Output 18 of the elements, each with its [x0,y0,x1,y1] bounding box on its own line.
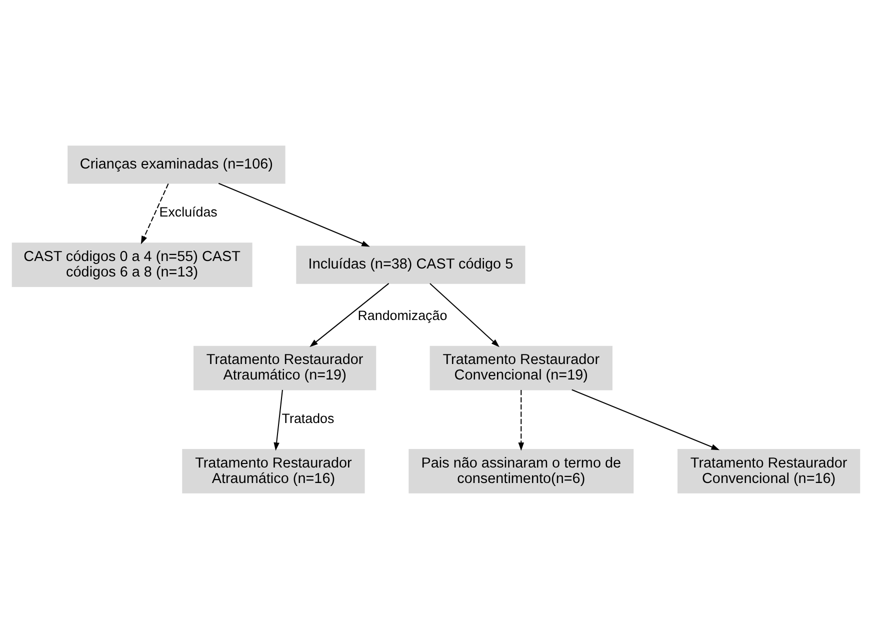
edge-label: Excluídas [159,204,218,220]
arrow [274,389,283,450]
arrow [310,282,390,347]
node-box: Crianças examinadas (n=106) [68,145,286,184]
node-box: Tratamento Restaurador Convencional (n=16) [677,448,860,493]
edge-label: Randomização [358,307,448,322]
arrow [572,388,720,450]
node-box: Tratamento Restaurador Atraumático (n=19) [193,345,376,390]
arrow [518,390,524,450]
edge-label: Tratados [282,410,334,426]
arrow [430,282,500,347]
node-box: Pais não assinaram o termo de consentimento(n=6) [408,448,634,493]
node-box: Tratamento Restaurador Convencional (n=19) [430,345,612,390]
node-box: CAST códigos 0 a 4 (n=55) CAST códigos 6 a 8 (n=13) [12,242,252,286]
node-box: Tratamento Restaurador Atraumático (n=16) [182,448,365,493]
arrow [140,183,169,244]
arrow [218,182,370,246]
node-box: Incluídas (n=38) CAST código 5 [296,245,526,284]
